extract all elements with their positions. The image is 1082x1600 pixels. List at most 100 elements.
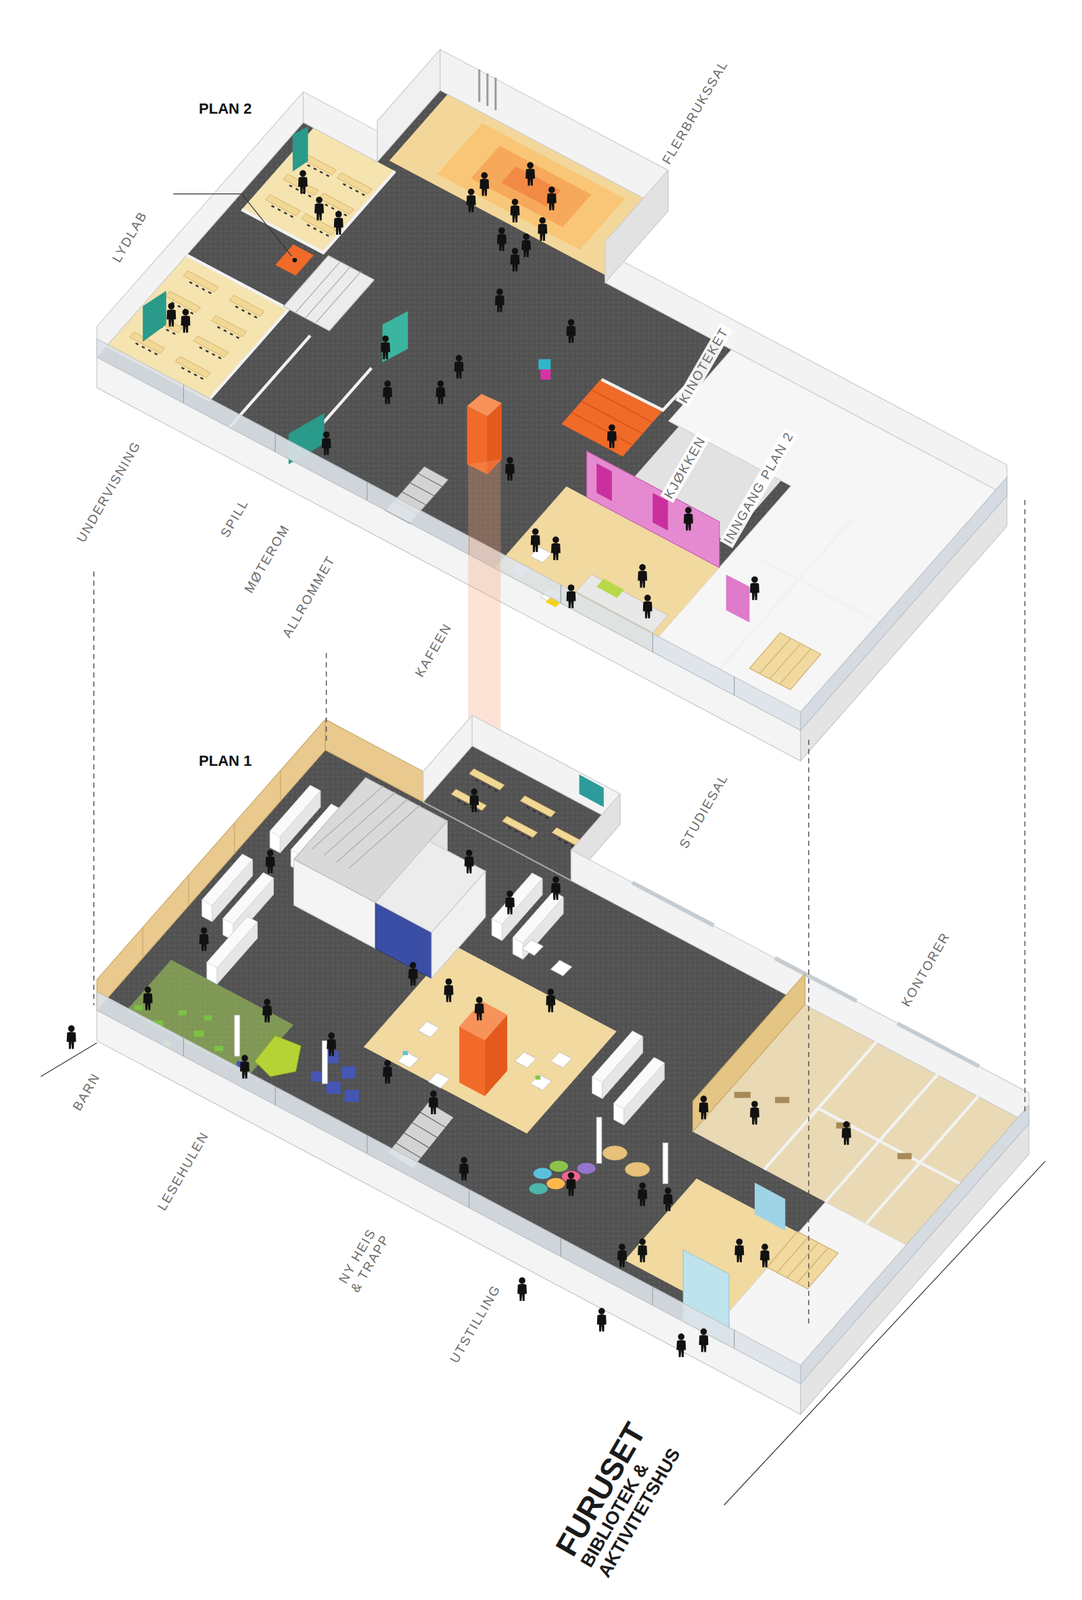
illustration-part bbox=[734, 1238, 744, 1262]
illustration-part bbox=[451, 789, 487, 814]
illustration-part bbox=[466, 188, 477, 213]
illustration-part bbox=[662, 1142, 669, 1183]
illustration-part bbox=[106, 254, 289, 402]
illustration-part bbox=[241, 171, 395, 253]
illustration-part bbox=[637, 1182, 648, 1206]
room-label: BARN bbox=[68, 1067, 105, 1115]
illustration-part bbox=[515, 1051, 537, 1068]
illustration-part bbox=[693, 1003, 1030, 1250]
illustration-part bbox=[637, 1238, 648, 1262]
room-label: LESEHULEN bbox=[154, 1126, 214, 1215]
illustration-part bbox=[652, 492, 669, 531]
illustration-part bbox=[204, 1015, 213, 1021]
illustration-part bbox=[596, 463, 613, 502]
illustration-part bbox=[533, 1167, 552, 1179]
illustration-part bbox=[440, 49, 669, 211]
illustration-part bbox=[757, 557, 890, 629]
illustration-part bbox=[605, 170, 669, 283]
room-label: SPILL bbox=[216, 494, 253, 542]
room-label: LYDLAB bbox=[108, 206, 152, 267]
illustration-part bbox=[229, 335, 310, 428]
illustration-part bbox=[512, 891, 564, 959]
illustration-part bbox=[800, 476, 1007, 730]
room-label: ALLROMMET bbox=[278, 551, 340, 642]
illustration-part bbox=[214, 1045, 224, 1051]
room-label: KAFEEN bbox=[411, 618, 456, 681]
illustration-part bbox=[178, 1009, 187, 1016]
illustration-part bbox=[577, 1162, 596, 1174]
illustration-part bbox=[602, 1145, 627, 1160]
illustration-part bbox=[549, 1160, 569, 1172]
room-label: KONTORER bbox=[897, 927, 955, 1011]
illustration-part bbox=[749, 576, 760, 600]
illustration-part bbox=[459, 1156, 469, 1181]
illustration-part bbox=[302, 91, 377, 162]
plan-heading: PLAN 2 bbox=[198, 100, 252, 117]
illustration-part bbox=[199, 927, 209, 951]
illustration-part bbox=[464, 849, 475, 874]
illustration-part bbox=[326, 1081, 341, 1094]
illustration-part bbox=[522, 939, 544, 955]
illustration-part bbox=[142, 770, 281, 959]
illustration-part bbox=[551, 536, 561, 560]
illustration-part bbox=[529, 1182, 548, 1195]
illustration-part bbox=[292, 126, 309, 172]
illustration-part bbox=[444, 977, 454, 1002]
illustration-part bbox=[403, 1050, 409, 1055]
illustration-part bbox=[643, 594, 653, 619]
illustration-part bbox=[517, 1276, 527, 1301]
illustration-part bbox=[777, 1237, 828, 1283]
illustration-part bbox=[321, 431, 332, 456]
illustration-part bbox=[479, 172, 489, 197]
illustration-part bbox=[397, 1051, 419, 1068]
illustration-part bbox=[472, 714, 621, 824]
illustration-part bbox=[607, 424, 617, 448]
illustration-part bbox=[265, 194, 301, 220]
illustration-part bbox=[375, 841, 486, 933]
illustration-part bbox=[408, 961, 418, 986]
illustration-part bbox=[166, 302, 176, 327]
illustration-part bbox=[550, 1051, 572, 1068]
illustration-part bbox=[142, 290, 167, 342]
illustration-part bbox=[314, 196, 324, 221]
illustration-part bbox=[866, 1095, 979, 1224]
illustration-part bbox=[759, 638, 811, 684]
illustration-part bbox=[454, 355, 464, 379]
illustration-part bbox=[537, 217, 548, 241]
illustration-part bbox=[530, 1073, 552, 1090]
illustration-part bbox=[183, 270, 219, 295]
illustration-part bbox=[344, 1089, 360, 1102]
illustration-part bbox=[530, 528, 541, 552]
illustration-part bbox=[561, 378, 663, 457]
illustration-part bbox=[262, 998, 272, 1022]
illustration-part bbox=[632, 882, 980, 1066]
illustration-part bbox=[363, 944, 617, 1134]
illustration-part bbox=[760, 1242, 770, 1267]
room-label: KINOTEKET bbox=[674, 322, 733, 408]
illustration-part bbox=[382, 1059, 393, 1084]
illustration-part bbox=[298, 170, 308, 195]
illustration-part bbox=[183, 1037, 734, 1348]
room-label: KJØKKEN bbox=[660, 431, 711, 503]
illustration-part bbox=[186, 171, 891, 682]
illustration-part bbox=[377, 49, 441, 162]
illustration-part bbox=[240, 1054, 250, 1078]
illustration-part bbox=[637, 563, 648, 588]
illustration-part bbox=[505, 889, 515, 914]
illustration-part bbox=[566, 584, 577, 608]
illustration-part bbox=[395, 1111, 446, 1158]
illustration-part bbox=[818, 1107, 972, 1189]
logo-block: FURUSETBIBLIOTEK & AKTIVITETSHUS bbox=[549, 1401, 694, 1580]
illustration-part bbox=[699, 1095, 709, 1120]
illustration-part bbox=[596, 578, 625, 598]
illustration-part bbox=[897, 1152, 912, 1159]
illustration-part bbox=[597, 1307, 607, 1331]
illustration-part bbox=[173, 194, 292, 257]
illustration-part bbox=[734, 1091, 912, 1160]
illustration-part bbox=[134, 1004, 143, 1011]
illustration-part bbox=[325, 652, 328, 743]
illustration-part bbox=[726, 574, 750, 623]
illustration-part bbox=[96, 991, 801, 1383]
